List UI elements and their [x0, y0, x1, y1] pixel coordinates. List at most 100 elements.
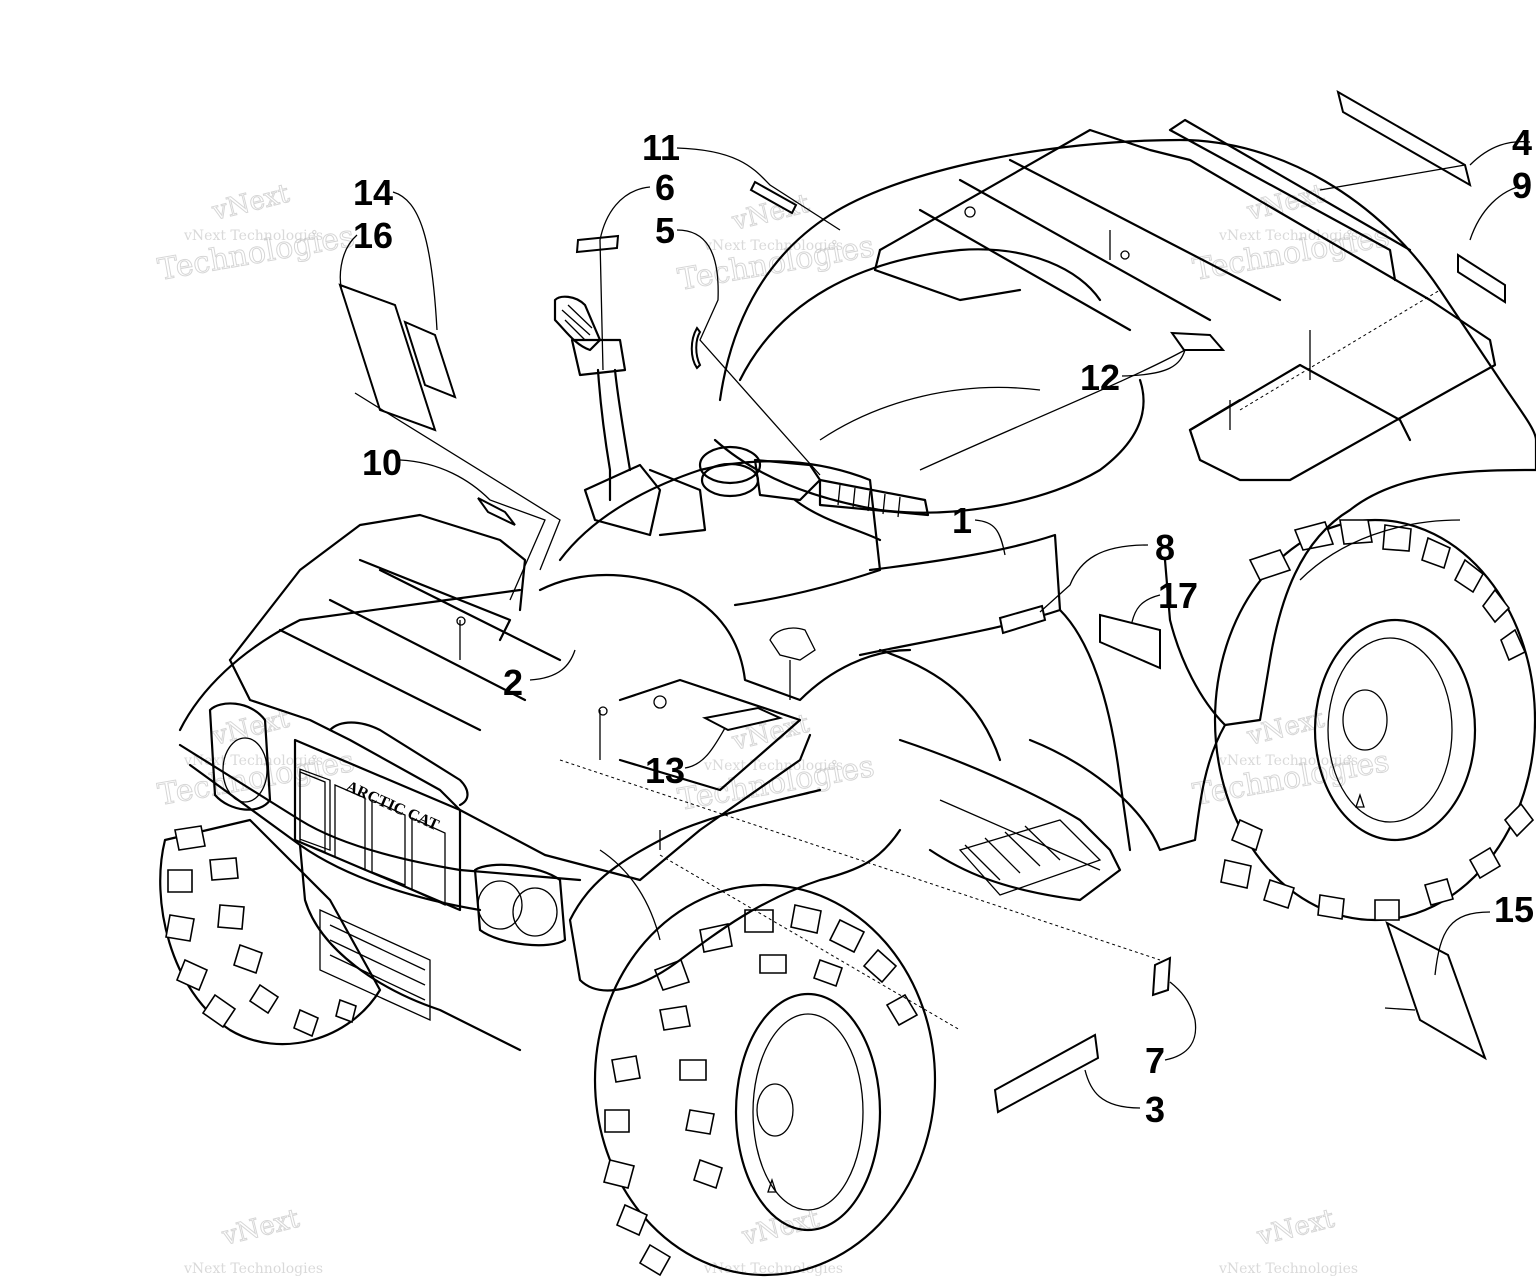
fuel-cap — [700, 462, 760, 498]
headlight-right — [473, 863, 567, 947]
watermark-bottom-right: vNext vNext Technologies — [1218, 1203, 1358, 1277]
front-fender-top — [538, 573, 912, 702]
watermark-line1: vNext — [738, 1204, 822, 1252]
callout-13: 13 — [645, 750, 685, 791]
decal-12 — [1169, 331, 1226, 351]
callout-17: 17 — [1158, 575, 1198, 616]
decal-9 — [1457, 253, 1506, 304]
watermark-line1: vNext — [218, 1204, 302, 1252]
headlight-left — [208, 702, 272, 811]
skid-plate — [319, 908, 431, 1022]
alignment-lines — [559, 289, 1441, 1031]
rear-fender-inner — [878, 648, 1002, 762]
decal-7 — [1151, 956, 1172, 997]
watermark-line2: vNext Technologies — [1218, 753, 1358, 769]
callout-1: 1 — [952, 500, 972, 541]
watermark-line2: vNext Technologies — [703, 758, 843, 774]
front-rack-handle — [328, 721, 469, 807]
decal-17 — [1099, 613, 1161, 670]
decal-14 — [338, 283, 437, 432]
front-valve — [767, 1177, 777, 1193]
leader-10 — [399, 459, 546, 601]
left-grip-texture — [561, 304, 593, 341]
decal-8 — [998, 604, 1047, 635]
seat-crease — [819, 386, 1041, 441]
leader-16 — [339, 234, 358, 301]
rear-hub — [1342, 689, 1388, 751]
leader-17 — [1131, 594, 1161, 623]
rear-rack-cross-bars — [918, 158, 1282, 332]
right-grip — [818, 478, 930, 517]
left-grip — [553, 295, 602, 352]
front-rack-posts — [459, 620, 661, 850]
callout-11: 11 — [642, 127, 680, 168]
handlebar-left-riser-inner — [613, 368, 632, 472]
front-rack — [228, 513, 812, 882]
leader-3 — [1084, 1069, 1141, 1109]
callout-6: 6 — [655, 167, 675, 208]
watermark-line1: vNext — [1253, 1204, 1337, 1252]
rear-right-wheel — [1213, 518, 1536, 922]
watermark-top-left: vNext vNext Technologies Technologies — [155, 178, 358, 288]
headlight-right-lens-b — [512, 887, 558, 937]
rear-rack-left-corner — [873, 248, 1022, 302]
front-rack-side-box — [618, 678, 802, 792]
callout-16: 16 — [353, 215, 393, 256]
decal-10 — [477, 497, 516, 526]
rear-rack-bolt — [964, 206, 976, 218]
alignment-line-9 — [1239, 289, 1441, 411]
watermark-line1: vNext — [1243, 179, 1327, 227]
rear-rim-outer — [1313, 618, 1477, 842]
rear-rack-outer — [878, 128, 1497, 482]
front-tire-treads — [603, 904, 919, 1277]
headlight-right-lens-a — [477, 880, 523, 930]
handlebar-assembly — [553, 295, 930, 700]
callout-3: 3 — [1145, 1089, 1165, 1130]
shifter-knob — [769, 627, 816, 661]
watermark-line2: vNext Technologies — [703, 238, 843, 254]
grille-slot — [371, 798, 406, 886]
footrest-teeth — [964, 825, 1061, 881]
instrument-pod — [583, 463, 662, 537]
leader-5 — [676, 229, 821, 476]
steering-boss — [698, 445, 762, 485]
watermark-line1: vNext — [208, 179, 292, 227]
handlebar-center — [648, 468, 707, 537]
front-rack-bolt — [456, 616, 466, 626]
watermark-line2: vNext Technologies — [183, 228, 323, 244]
watermark-line2: vNext Technologies — [183, 1261, 323, 1277]
watermark-line2: vNext Technologies — [1218, 228, 1358, 244]
leader-4-body — [1319, 164, 1466, 191]
callout-5: 5 — [655, 210, 675, 251]
headlight-left-lens — [222, 737, 268, 803]
footboard-line — [939, 799, 1101, 871]
decal-16 — [403, 320, 457, 399]
leader-14-16-base — [354, 392, 561, 571]
leader-9 — [1469, 184, 1526, 241]
brake-lever — [793, 498, 882, 542]
front-bumper-mid — [188, 763, 482, 912]
rear-rack — [873, 118, 1497, 482]
leader-2 — [529, 649, 576, 681]
footrest-grate — [958, 819, 1102, 896]
leader-15 — [1434, 911, 1491, 976]
side-panel-rear — [1058, 608, 1132, 852]
leader-13 — [684, 727, 726, 769]
front-rack-bolt — [598, 706, 608, 716]
leader-11 — [676, 147, 841, 231]
front-tire-outline — [593, 883, 937, 1277]
callout-8: 8 — [1155, 527, 1175, 568]
rear-fender-crease — [1299, 519, 1461, 581]
grille-slot — [411, 816, 446, 907]
front-left-wheel — [159, 818, 382, 1046]
rear-valve — [1355, 792, 1365, 808]
front-hub — [756, 1083, 794, 1137]
callout-15: 15 — [1494, 889, 1534, 930]
front-rim-inner — [752, 1013, 864, 1211]
front-left-tire-treads — [165, 825, 357, 1038]
front-rack-back-bar — [228, 513, 527, 662]
leader-6 — [599, 186, 651, 371]
alignment-line-3 — [659, 854, 961, 1031]
leader-14 — [392, 191, 438, 331]
